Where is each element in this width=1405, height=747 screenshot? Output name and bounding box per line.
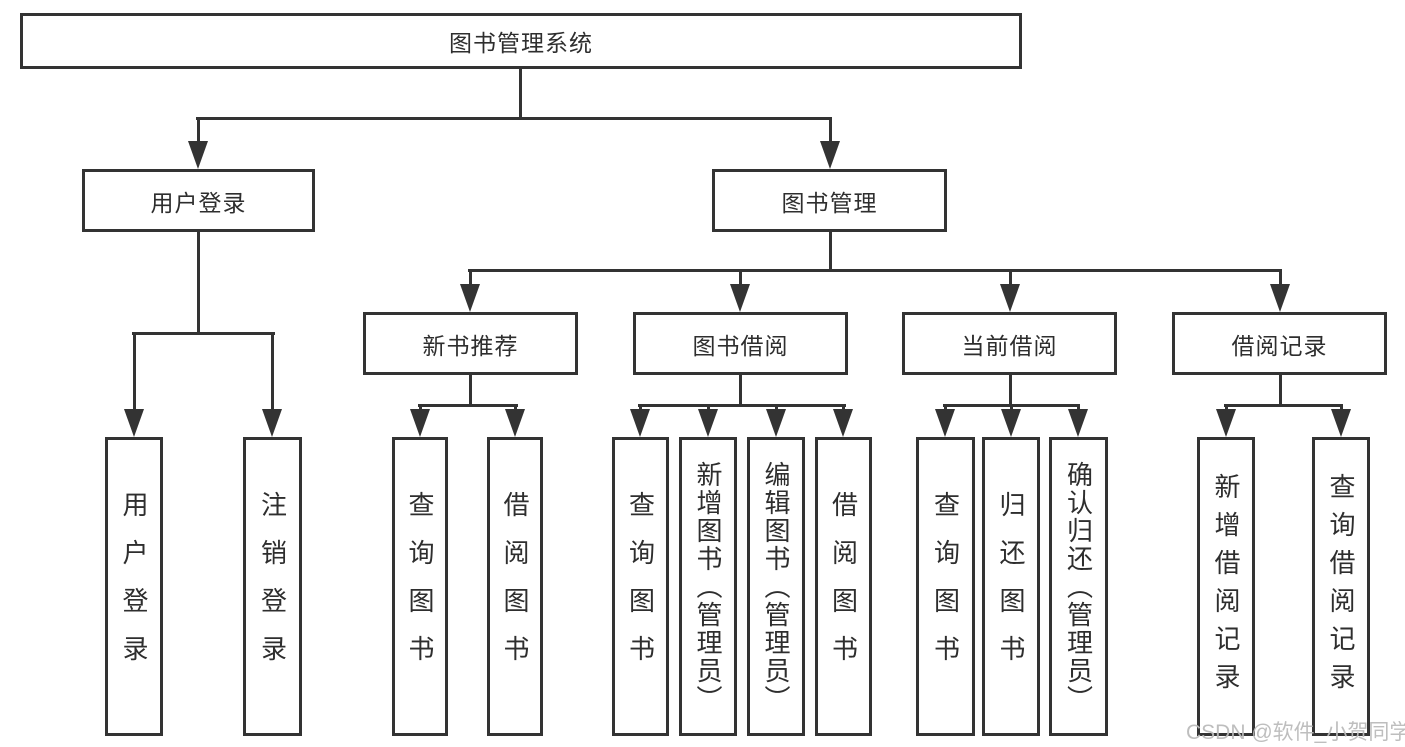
leaf-add-books-admin: 新增图书（管理员） (679, 437, 737, 736)
node-user-login-module: 用户登录 (82, 169, 315, 232)
arrow-down-icon (505, 409, 525, 437)
leaf-return-books: 归还图书 (982, 437, 1040, 736)
node-label: 新增借阅记录 (1211, 472, 1241, 701)
leaf-borrow-books: 借阅图书 (487, 437, 543, 736)
node-label: 查询图书 (930, 490, 961, 683)
leaf-query-borrow-record: 查询借阅记录 (1312, 437, 1370, 736)
node-label: 用户登录 (119, 490, 149, 683)
node-current-borrowing: 当前借阅 (902, 312, 1117, 375)
arrow-down-icon (820, 141, 840, 169)
edge-drop-user-login (197, 118, 200, 144)
node-label: 新增图书（管理员） (693, 460, 723, 713)
edge-new-book-stem (469, 375, 472, 405)
node-label: 查询借阅记录 (1326, 472, 1356, 701)
node-borrowing-records: 借阅记录 (1172, 312, 1387, 375)
node-label: 查询图书 (625, 490, 656, 683)
edge-drop-current-borrowing (1009, 270, 1012, 288)
leaf-user-login: 用户登录 (105, 437, 163, 736)
arrow-down-icon (630, 409, 650, 437)
node-label: 图书借阅 (692, 332, 789, 359)
node-label: 新书推荐 (422, 332, 519, 359)
node-label: 确认归还（管理员） (1063, 460, 1094, 713)
arrow-down-icon (833, 409, 853, 437)
node-label: 借阅记录 (1231, 332, 1328, 359)
edge-drop-new-book-recommend (469, 270, 472, 288)
leaf-add-borrow-record: 新增借阅记录 (1197, 437, 1255, 736)
edge-book-management-stem (829, 232, 832, 270)
edge-borrowing-records-stem (1279, 375, 1282, 405)
arrow-down-icon (262, 409, 282, 437)
node-new-book-recommend: 新书推荐 (363, 312, 578, 375)
edge-borrowing-records-bus (1224, 404, 1343, 407)
arrow-down-icon (935, 409, 955, 437)
node-label: 编辑图书（管理员） (761, 460, 791, 713)
node-label: 当前借阅 (961, 332, 1058, 359)
leaf-edit-books-admin: 编辑图书（管理员） (747, 437, 805, 736)
node-label: 归还图书 (996, 490, 1026, 683)
arrow-down-icon (698, 409, 718, 437)
node-root-system: 图书管理系统 (20, 13, 1022, 69)
edge-root-stem (519, 69, 522, 118)
arrow-down-icon (1216, 409, 1236, 437)
edge-book-borrowing-bus (638, 404, 846, 407)
arrow-down-icon (730, 284, 750, 312)
arrow-down-icon (124, 409, 144, 437)
edge-new-book-bus (418, 404, 518, 407)
leaf-borrow-books: 借阅图书 (815, 437, 872, 736)
node-label: 注销登录 (257, 490, 288, 683)
node-label: 借阅图书 (828, 490, 859, 683)
arrow-down-icon (1270, 284, 1290, 312)
edge-level3-bus (468, 269, 1282, 272)
leaf-logout: 注销登录 (243, 437, 302, 736)
node-label: 图书管理系统 (449, 30, 593, 56)
node-label: 图书管理 (781, 189, 878, 216)
node-book-borrowing: 图书借阅 (633, 312, 848, 375)
arrow-down-icon (1068, 409, 1088, 437)
edge-current-borrowing-stem (1009, 375, 1012, 405)
leaf-query-books: 查询图书 (392, 437, 448, 736)
leaf-query-books: 查询图书 (612, 437, 669, 736)
csdn-watermark: CSDN @软件_小贺同学 (1186, 721, 1405, 744)
leaf-confirm-return-admin: 确认归还（管理员） (1049, 437, 1108, 736)
edge-level2-bus (196, 117, 832, 120)
arrow-down-icon (460, 284, 480, 312)
edge-drop-book-management (829, 118, 832, 144)
arrow-down-icon (188, 141, 208, 169)
node-label: 用户登录 (150, 189, 247, 216)
edge-drop-leaf-logout (271, 333, 274, 411)
arrow-down-icon (766, 409, 786, 437)
arrow-down-icon (1001, 409, 1021, 437)
edge-user-login-bus (132, 332, 275, 335)
edge-user-login-stem (197, 232, 200, 333)
arrow-down-icon (410, 409, 430, 437)
arrow-down-icon (1000, 284, 1020, 312)
node-label: 查询图书 (405, 490, 435, 683)
edge-drop-book-borrowing (739, 270, 742, 288)
node-book-management-module: 图书管理 (712, 169, 947, 232)
node-label: 借阅图书 (500, 490, 530, 683)
edge-drop-borrowing-records (1279, 270, 1282, 288)
edge-book-borrowing-stem (739, 375, 742, 405)
edge-drop-leaf-user-login (133, 333, 136, 411)
arrow-down-icon (1331, 409, 1351, 437)
leaf-query-books: 查询图书 (916, 437, 975, 736)
